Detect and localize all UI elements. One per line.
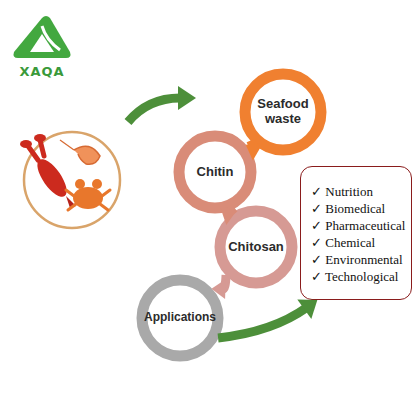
process-ring: Chitin [173, 130, 257, 214]
flow-arrow [128, 86, 196, 122]
flow-connector [246, 140, 263, 160]
flow-connector [218, 300, 317, 338]
flow-connector [220, 206, 236, 225]
seafood-illustration [20, 132, 120, 228]
process-ring: Chitosan [214, 205, 298, 289]
list-item: ✓ Chemical [311, 234, 405, 251]
ring-label: Chitosan [219, 240, 293, 255]
list-item: ✓ Environmental [311, 251, 405, 268]
list-item: ✓ Technological [311, 268, 405, 285]
process-ring: Seafood waste [239, 68, 327, 156]
ring-label: Seafood waste [247, 97, 319, 127]
flow-connector [211, 275, 226, 299]
logo-mark [14, 16, 71, 58]
ring-label: Chitin [180, 165, 250, 180]
list-item: ✓ Biomedical [311, 200, 405, 217]
list-item: ✓ Nutrition [311, 183, 405, 200]
process-ring: Applications [136, 274, 224, 362]
ring-label: Applications [135, 311, 225, 325]
list-box: ✓ Nutrition✓ Biomedical✓ Pharmaceutical✓… [300, 166, 412, 300]
brand-text: XAQA [12, 64, 72, 79]
list-item: ✓ Pharmaceutical [311, 217, 405, 234]
